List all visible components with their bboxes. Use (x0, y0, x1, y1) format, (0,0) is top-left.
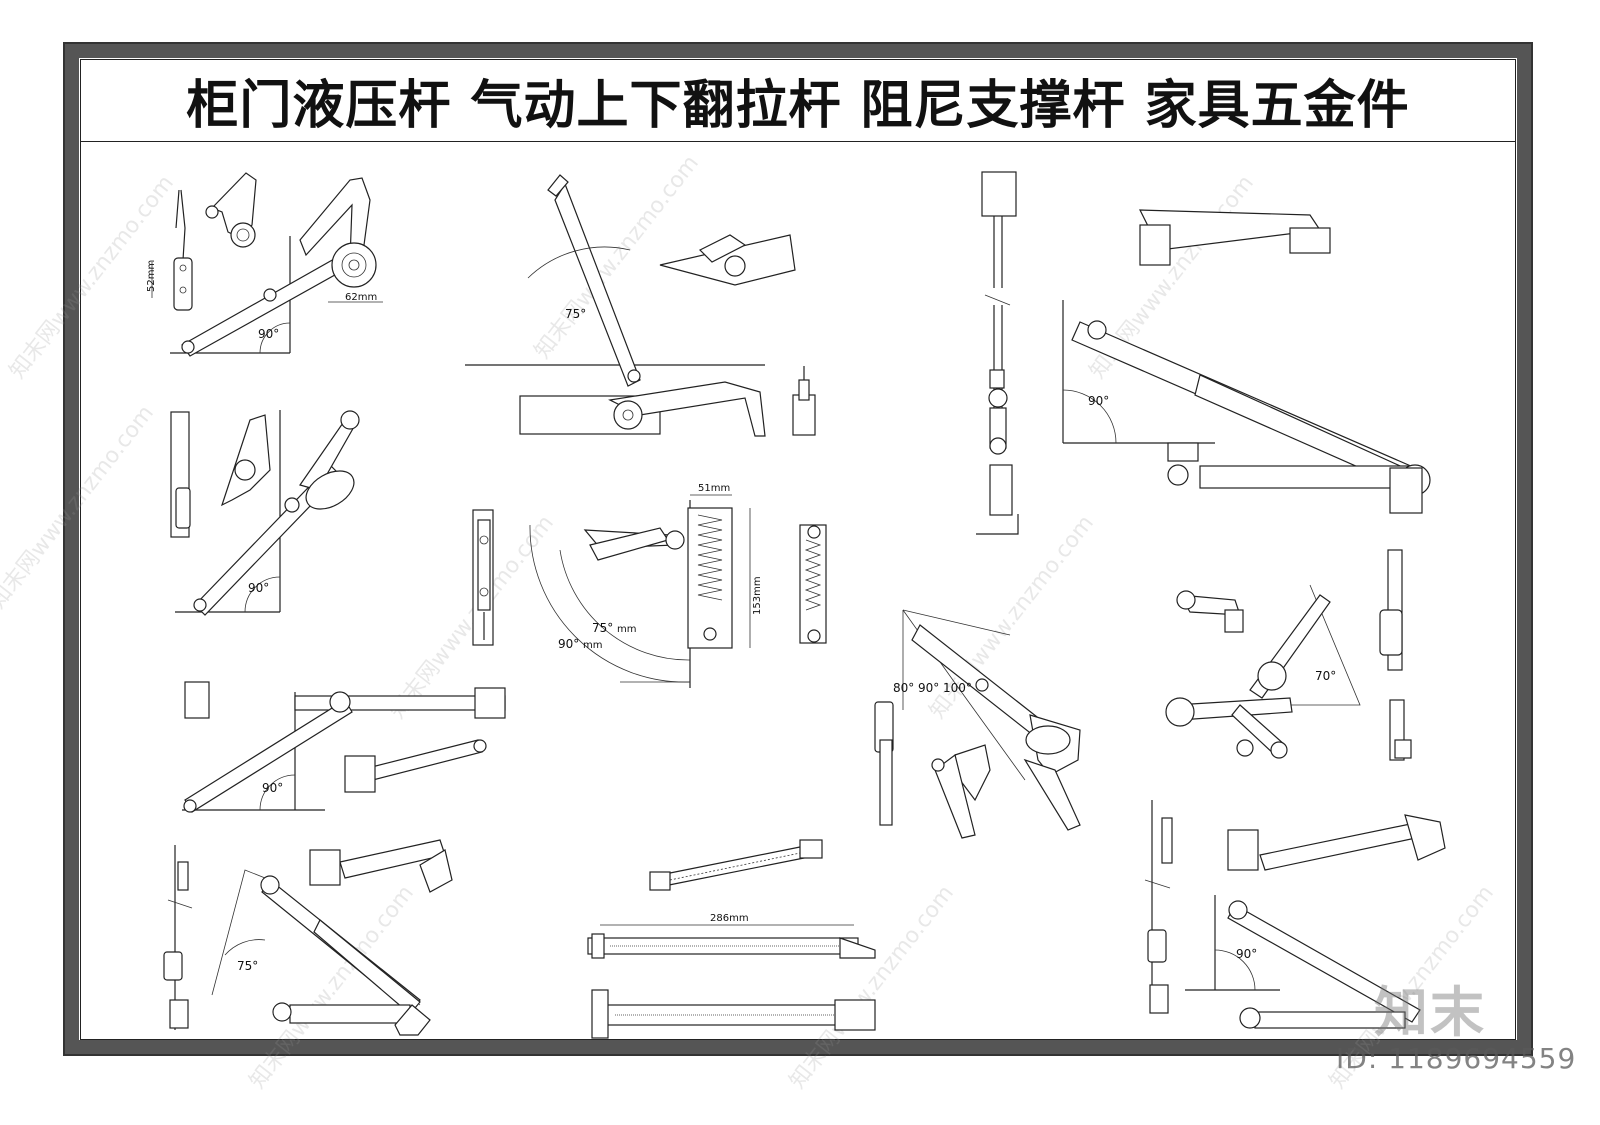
angle-70: 70° (1315, 669, 1336, 683)
stay-hinge-1: 52mm 62mm 90° (146, 172, 383, 357)
angle-90: 90° (258, 327, 279, 341)
angle-90: 90° (1236, 947, 1257, 961)
watermark-text: 知末网www.znzmo.com (0, 401, 159, 614)
stay-hinge-70: 70° (1165, 549, 1412, 761)
vertical-stay (976, 171, 1019, 535)
watermark-text: 知末网www.znzmo.com (385, 511, 559, 724)
stay-hinge-2: 90° (170, 410, 360, 616)
spring-stay: 51mm 153mm 75° mm 90° mm (472, 483, 827, 688)
stay-hinge-75: 75° (465, 174, 816, 437)
spring-bar-286: 286mm (587, 839, 876, 1039)
dim-62mm: 62mm (345, 292, 377, 303)
angle-90: 90° (248, 581, 269, 595)
dim-286mm: 286mm (710, 913, 749, 924)
watermark-logo: 知末 (1374, 981, 1486, 1044)
unit-mm: mm (617, 624, 636, 635)
title-band: 柜门液压杆 气动上下翻拉杆 阻尼支撑杆 家具五金件 (80, 59, 1516, 142)
flap-stay-multi: 80° 90° 100° (874, 609, 1081, 839)
gas-strut-90: 90° (1144, 800, 1446, 1029)
dim-153mm: 153mm (752, 576, 763, 615)
angle-90: 90° (918, 681, 939, 695)
angle-90: 90° (1088, 394, 1109, 408)
frame-mat (65, 44, 1531, 1054)
unit-mm: mm (583, 640, 602, 651)
large-stay-90: 90° (1062, 209, 1431, 514)
dim-51mm: 51mm (698, 483, 730, 494)
angle-75: 75° (237, 959, 258, 973)
angle-90: 90° (262, 781, 283, 795)
sheet-title: 柜门液压杆 气动上下翻拉杆 阻尼支撑杆 家具五金件 (186, 75, 1410, 136)
watermark-text: 知末网www.znzmo.com (785, 881, 959, 1094)
outer-frame (63, 42, 1533, 1056)
angle-75: 75° (565, 307, 586, 321)
angle-100: 100° (943, 681, 972, 695)
angle-80: 80° (893, 681, 914, 695)
dim-52mm: 52mm (146, 260, 157, 292)
gas-strut-75: 75° (163, 839, 453, 1036)
angle-75: 75° (592, 621, 613, 635)
stay-hinge-3: 90° (182, 681, 506, 813)
image-id: ID: 1189694559 (1336, 1042, 1577, 1075)
angle-90: 90° (558, 637, 579, 651)
